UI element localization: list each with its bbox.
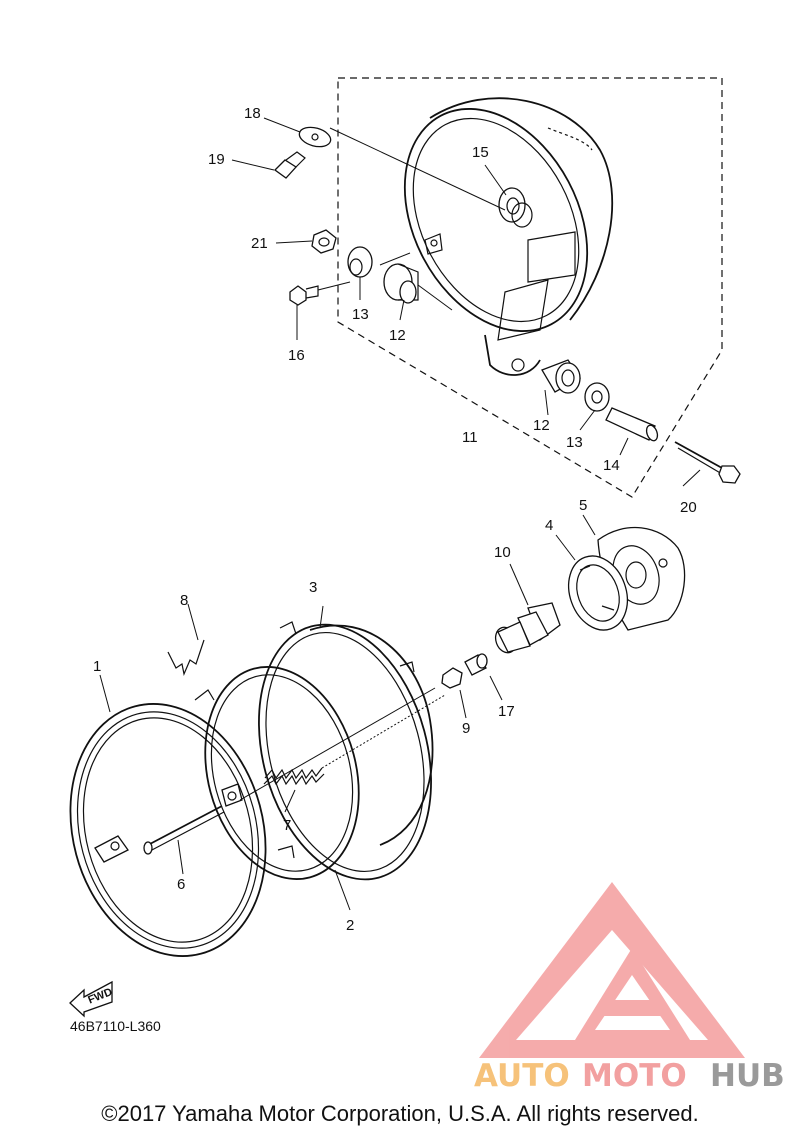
callout-18: 18: [244, 105, 261, 122]
spring-7: [263, 767, 325, 786]
collar-14: [605, 407, 659, 442]
callout-15: 15: [472, 144, 489, 161]
rim-1: [69, 703, 267, 957]
rim-2: [194, 666, 360, 880]
callout-16: 16: [288, 347, 305, 364]
clip-8: [167, 639, 205, 677]
diagram-code: 46B7110-L360: [70, 1018, 161, 1034]
washer-18: [298, 126, 332, 148]
callout-8: 8: [180, 592, 188, 609]
callout-14: 14: [603, 457, 620, 474]
grommet-13-upper: [347, 246, 373, 278]
callout-7: 7: [283, 817, 291, 834]
damper-12-lower: [541, 359, 581, 394]
headlight-housing: [403, 97, 614, 376]
callout-17: 17: [498, 703, 515, 720]
bolt-20: [674, 441, 741, 484]
bulb-10: [494, 602, 561, 654]
callout-12-lower: 12: [533, 417, 550, 434]
cap-17: [464, 653, 488, 676]
screw-6: [143, 805, 225, 855]
callout-13-lower: 13: [566, 434, 583, 451]
fwd-arrow-icon: FWD: [69, 980, 114, 1018]
callout-3: 3: [309, 579, 317, 596]
callout-2: 2: [346, 917, 354, 934]
svg-text:AUTO: AUTO: [474, 1058, 570, 1094]
callout-11: 11: [462, 429, 478, 446]
svg-text:HUB: HUB: [710, 1058, 785, 1094]
callout-9: 9: [462, 720, 470, 737]
callout-20: 20: [680, 499, 697, 516]
svg-text:MOTO: MOTO: [582, 1058, 687, 1094]
callout-10: 10: [494, 544, 511, 561]
copyright-notice: ©2017 Yamaha Motor Corporation, U.S.A. A…: [101, 1101, 699, 1126]
callout-labels: 18 19 21 16 13 12 15 11 12 13 14 20 5 4 …: [93, 105, 697, 934]
watermark-logo: [479, 882, 745, 1058]
callout-13-upper: 13: [352, 306, 369, 323]
nut-21: [311, 229, 337, 254]
callout-6: 6: [177, 876, 185, 893]
callout-19: 19: [208, 151, 225, 168]
bolt-19: [274, 151, 306, 179]
callout-12-upper: 12: [389, 327, 406, 344]
callout-4: 4: [545, 517, 553, 534]
retaining-ring-4: [568, 555, 628, 631]
leader-lines: [99, 117, 701, 911]
grommet-13-lower: [584, 382, 610, 412]
damper-12-upper: [383, 263, 419, 304]
callout-1: 1: [93, 658, 101, 675]
callout-21: 21: [251, 235, 268, 252]
screw-16: [289, 285, 319, 306]
nut-9: [441, 667, 463, 689]
lens-unit-3: [258, 621, 434, 881]
watermark-text: AUTO MOTO HUB: [474, 1058, 785, 1094]
callout-5: 5: [579, 497, 587, 514]
